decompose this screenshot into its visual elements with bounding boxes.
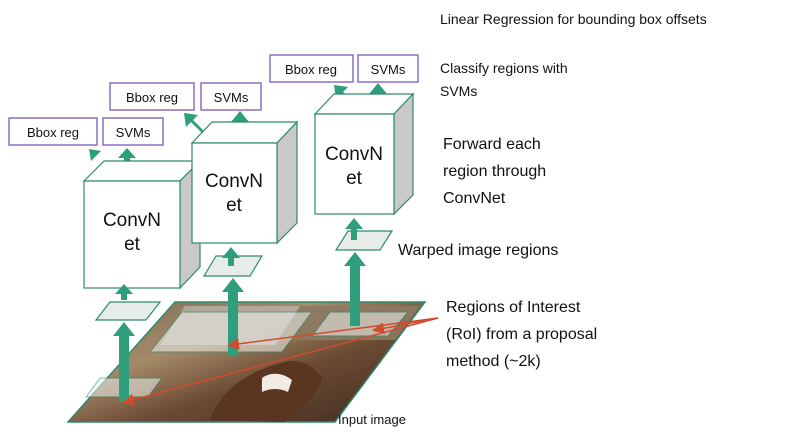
roi-label-line3: method (~2k) — [446, 353, 541, 370]
svms-box — [357, 54, 419, 83]
arrow-to-bbox — [89, 149, 108, 168]
svms-box — [102, 117, 164, 146]
arrow-to-svms — [118, 148, 136, 168]
column-3: Bbox reg SVMs ConvN et — [269, 54, 419, 326]
arrow-patch-to-cube — [222, 247, 240, 266]
convnet-label-line2: et — [346, 168, 363, 189]
arrow-image-to-patch — [344, 252, 366, 326]
svms-label: SVMs — [214, 90, 249, 105]
bbox-reg-box — [109, 82, 195, 111]
roi-label-line2: (RoI) from a proposal — [446, 326, 597, 343]
convnet-cube-front — [314, 113, 395, 215]
convnet-label-line2: et — [226, 195, 243, 216]
input-image-label: Input image — [338, 412, 406, 427]
convnet-cube-side — [276, 120, 298, 245]
bbox-reg-box — [269, 54, 354, 83]
forward-label-line2: region through — [443, 163, 546, 180]
svms-label: SVMs — [116, 125, 151, 140]
convnet-label-line2: et — [124, 234, 141, 255]
forward-label-line1: Forward each — [443, 136, 541, 153]
svms-label: SVMs — [371, 62, 406, 77]
convnet-label-line1: ConvN — [103, 210, 161, 231]
column-1: Bbox reg SVMs ConvN et — [8, 117, 202, 402]
bbox-reg-box — [8, 117, 98, 146]
linear-regression-label: Linear Regression for bounding box offse… — [440, 11, 707, 27]
classify-label-line1: Classify regions with — [440, 60, 568, 76]
roi-arrows — [122, 317, 439, 406]
warped-patch — [94, 301, 162, 321]
arrow-to-bbox — [184, 113, 205, 134]
arrow-patch-to-cube — [345, 218, 363, 240]
arrow-image-to-patch — [222, 278, 244, 356]
arrow-patch-to-cube — [115, 284, 133, 300]
convnet-cube-side — [393, 92, 414, 216]
convnet-cube-front — [191, 142, 278, 244]
svms-box — [200, 82, 262, 111]
bbox-reg-label: Bbox reg — [126, 90, 178, 105]
convnet-cube-front — [83, 180, 181, 289]
roi-label-line1: Regions of Interest — [446, 299, 581, 316]
convnet-label-line1: ConvN — [205, 171, 263, 192]
warped-label: Warped image regions — [398, 242, 558, 259]
column-2: Bbox reg SVMs ConvN et — [109, 82, 299, 356]
forward-label-line3: ConvNet — [443, 190, 506, 207]
bbox-reg-label: Bbox reg — [27, 125, 79, 140]
convnet-label-line1: ConvN — [325, 144, 383, 165]
arrow-image-to-patch — [113, 322, 135, 402]
bbox-reg-label: Bbox reg — [285, 62, 337, 77]
warped-patch — [334, 230, 394, 251]
classify-label-line2: SVMs — [440, 83, 477, 99]
